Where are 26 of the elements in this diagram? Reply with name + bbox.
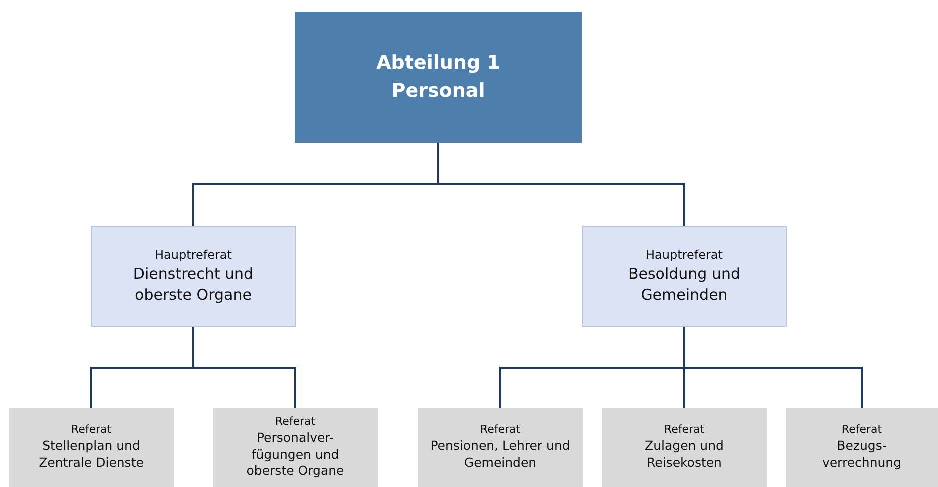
connector-line <box>684 327 863 408</box>
main-unit-box <box>582 226 787 327</box>
unit-name: Pensionen, Lehrer und Gemeinden <box>430 438 570 472</box>
unit-type-label: Referat <box>664 423 705 436</box>
unit-box <box>602 408 767 487</box>
unit-type-label: Hauptreferat <box>646 248 723 262</box>
unit-box <box>9 408 174 487</box>
unit-type-label: Referat <box>842 423 882 436</box>
department-box <box>295 12 582 143</box>
unit-box <box>213 408 378 487</box>
connector-line <box>192 327 296 408</box>
connector-line <box>438 143 686 226</box>
unit-name: Bezugs- verrechnung <box>821 438 903 472</box>
unit-name: Besoldung und Gemeinden <box>627 264 742 306</box>
unit-name: Personalver- fügungen und oberste Organe <box>246 430 346 480</box>
unit-type-label: Referat <box>71 423 112 436</box>
unit-type-label: Referat <box>275 414 316 428</box>
unit-name: Stellenplan und Zentrale Dienste <box>38 438 145 472</box>
unit-name: Zulagen und Reisekosten <box>644 438 725 472</box>
unit-type-label: Referat <box>480 423 521 436</box>
unit-box <box>786 408 938 487</box>
unit-box <box>418 408 583 487</box>
main-unit-box <box>91 226 296 327</box>
unit-name: Abteilung 1 Personal <box>376 50 502 104</box>
unit-type-label: Hauptreferat <box>155 248 232 262</box>
unit-name: Dienstrecht und oberste Organe <box>132 264 255 306</box>
